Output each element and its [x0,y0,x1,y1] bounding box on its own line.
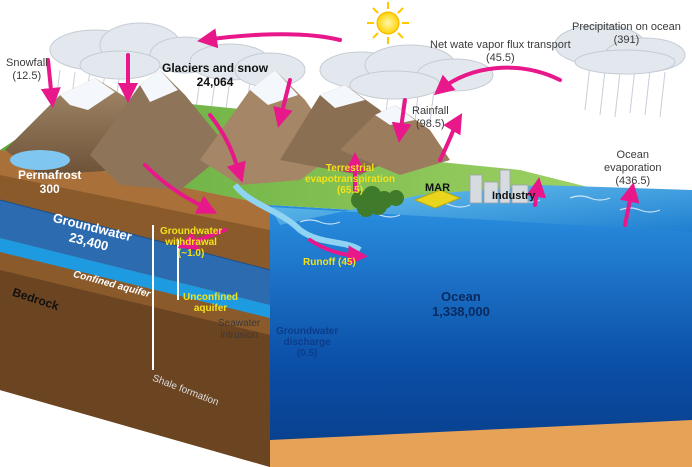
glaciers-value: 24,064 [196,75,234,89]
seawater-line1: Seawater [218,318,261,329]
arrow-gw-withdrawal [177,228,227,251]
gw-withdrawal-value: (~1.0) [177,248,205,259]
label-glaciers: Glaciers and snow 24,064 [162,61,268,89]
seawater-line2: intrusion [220,330,259,341]
flux-arrows [40,28,640,266]
label-gw-withdrawal: Groundwater withdrawal (~1.0) [160,226,222,259]
unconfined-line1: Unconfined [183,292,238,303]
vapor-name: Net wate vapor flux transport [430,39,571,51]
unconfined-line2: aquifer [193,303,228,314]
terrestrial-line2: evapotranspiration [305,174,396,185]
label-permafrost: Permafrost 300 [18,168,81,196]
industry-buildings [469,169,529,204]
label-precip-ocean: Precipitation on ocean (391) [572,21,681,47]
label-unconfined-aquifer: Unconfined aquifer [183,292,238,314]
rainfall-value: (98.5) [415,118,445,130]
terrestrial-value: (65.5) [336,185,364,196]
sun-icon [367,2,409,44]
arrow-ocean-evaporation [619,182,640,227]
permafrost-name: Permafrost [18,168,82,182]
gw-discharge-line1: Groundwater [276,326,339,337]
river [232,183,362,253]
ocean-name: Ocean [441,289,481,304]
label-runoff: Runoff (45) [303,257,356,268]
arrow-runoff [308,238,368,266]
permafrost-lake [10,150,70,170]
ocean-value: 1,338,000 [432,304,490,319]
ocean-evap-line1: Ocean [616,149,649,161]
ocean-evap-line2: evaporation [604,162,662,174]
arrow-vapor-transport [433,65,562,96]
label-gw-discharge: Groundwater discharge (0.5) [276,326,338,359]
arrow-glacier-melt [208,113,246,183]
arrow-glacier-rain [273,78,293,128]
arrow-mountain-runoff [143,163,218,214]
permafrost-value: 300 [39,182,60,196]
label-industry: Industry [492,190,536,202]
glaciers-name: Glaciers and snow [162,61,269,75]
label-seawater-intrusion: Seawater intrusion [218,318,260,342]
precip-ocean-value: (391) [613,34,640,46]
clouds [49,22,686,100]
label-snowfall: Snowfall (12.5) [6,57,48,83]
label-ocean: Ocean 1,338,000 [432,289,490,319]
arrow-land-evap [438,113,463,162]
arrow-rainfall [391,98,412,143]
arrow-snowfall [40,58,61,108]
precip-ocean-name: Precipitation on ocean [572,21,681,33]
gw-withdrawal-line1: Groundwater [160,226,223,237]
label-mar: MAR [425,182,451,194]
label-rainfall: Rainfall (98.5) [412,105,449,131]
forest [351,186,404,217]
ocean-evap-value: (436.5) [615,175,651,187]
arrow-industry [526,177,547,207]
gw-withdrawal-line2: withdrawal [165,237,217,248]
label-vapor-transport: Net wate vapor flux transport (45.5) [430,39,571,65]
ocean-floor [270,420,692,467]
snowfall-value: (12.5) [12,70,42,82]
gw-discharge-line2: discharge [283,337,331,348]
gw-discharge-value: (0.5) [296,348,318,359]
rainfall-name: Rainfall [412,105,449,117]
label-terrestrial-et: Terrestrial evapotranspiration (65.5) [305,163,395,196]
snowfall-name: Snowfall [6,57,48,69]
terrestrial-line1: Terrestrial [325,163,375,174]
ocean-cross-section [270,205,692,467]
label-ocean-evaporation: Ocean evaporation (436.5) [604,149,662,188]
vapor-value: (45.5) [485,52,515,64]
arrow-vapor-to-left [197,28,342,49]
mar-field [413,189,462,209]
